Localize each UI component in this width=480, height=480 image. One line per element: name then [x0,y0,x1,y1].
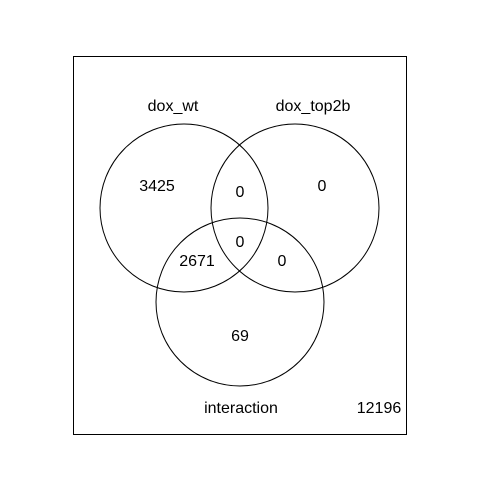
region-ac-count: 2671 [179,253,215,270]
set-b-label: dox_top2b [276,98,351,115]
region-c-only-count: 69 [231,328,249,345]
region-ab-count: 0 [236,184,245,201]
set-c-label: interaction [204,400,278,417]
universe-box [73,56,407,435]
circle-set-b [210,123,380,293]
outside-count: 12196 [357,400,402,417]
region-bc-count: 0 [278,253,287,270]
region-abc-count: 0 [236,234,245,251]
set-a-label: dox_wt [148,98,199,115]
region-b-only-count: 0 [318,178,327,195]
region-a-only-count: 3425 [139,178,175,195]
circle-set-c [155,217,325,387]
circle-set-a [99,123,269,293]
